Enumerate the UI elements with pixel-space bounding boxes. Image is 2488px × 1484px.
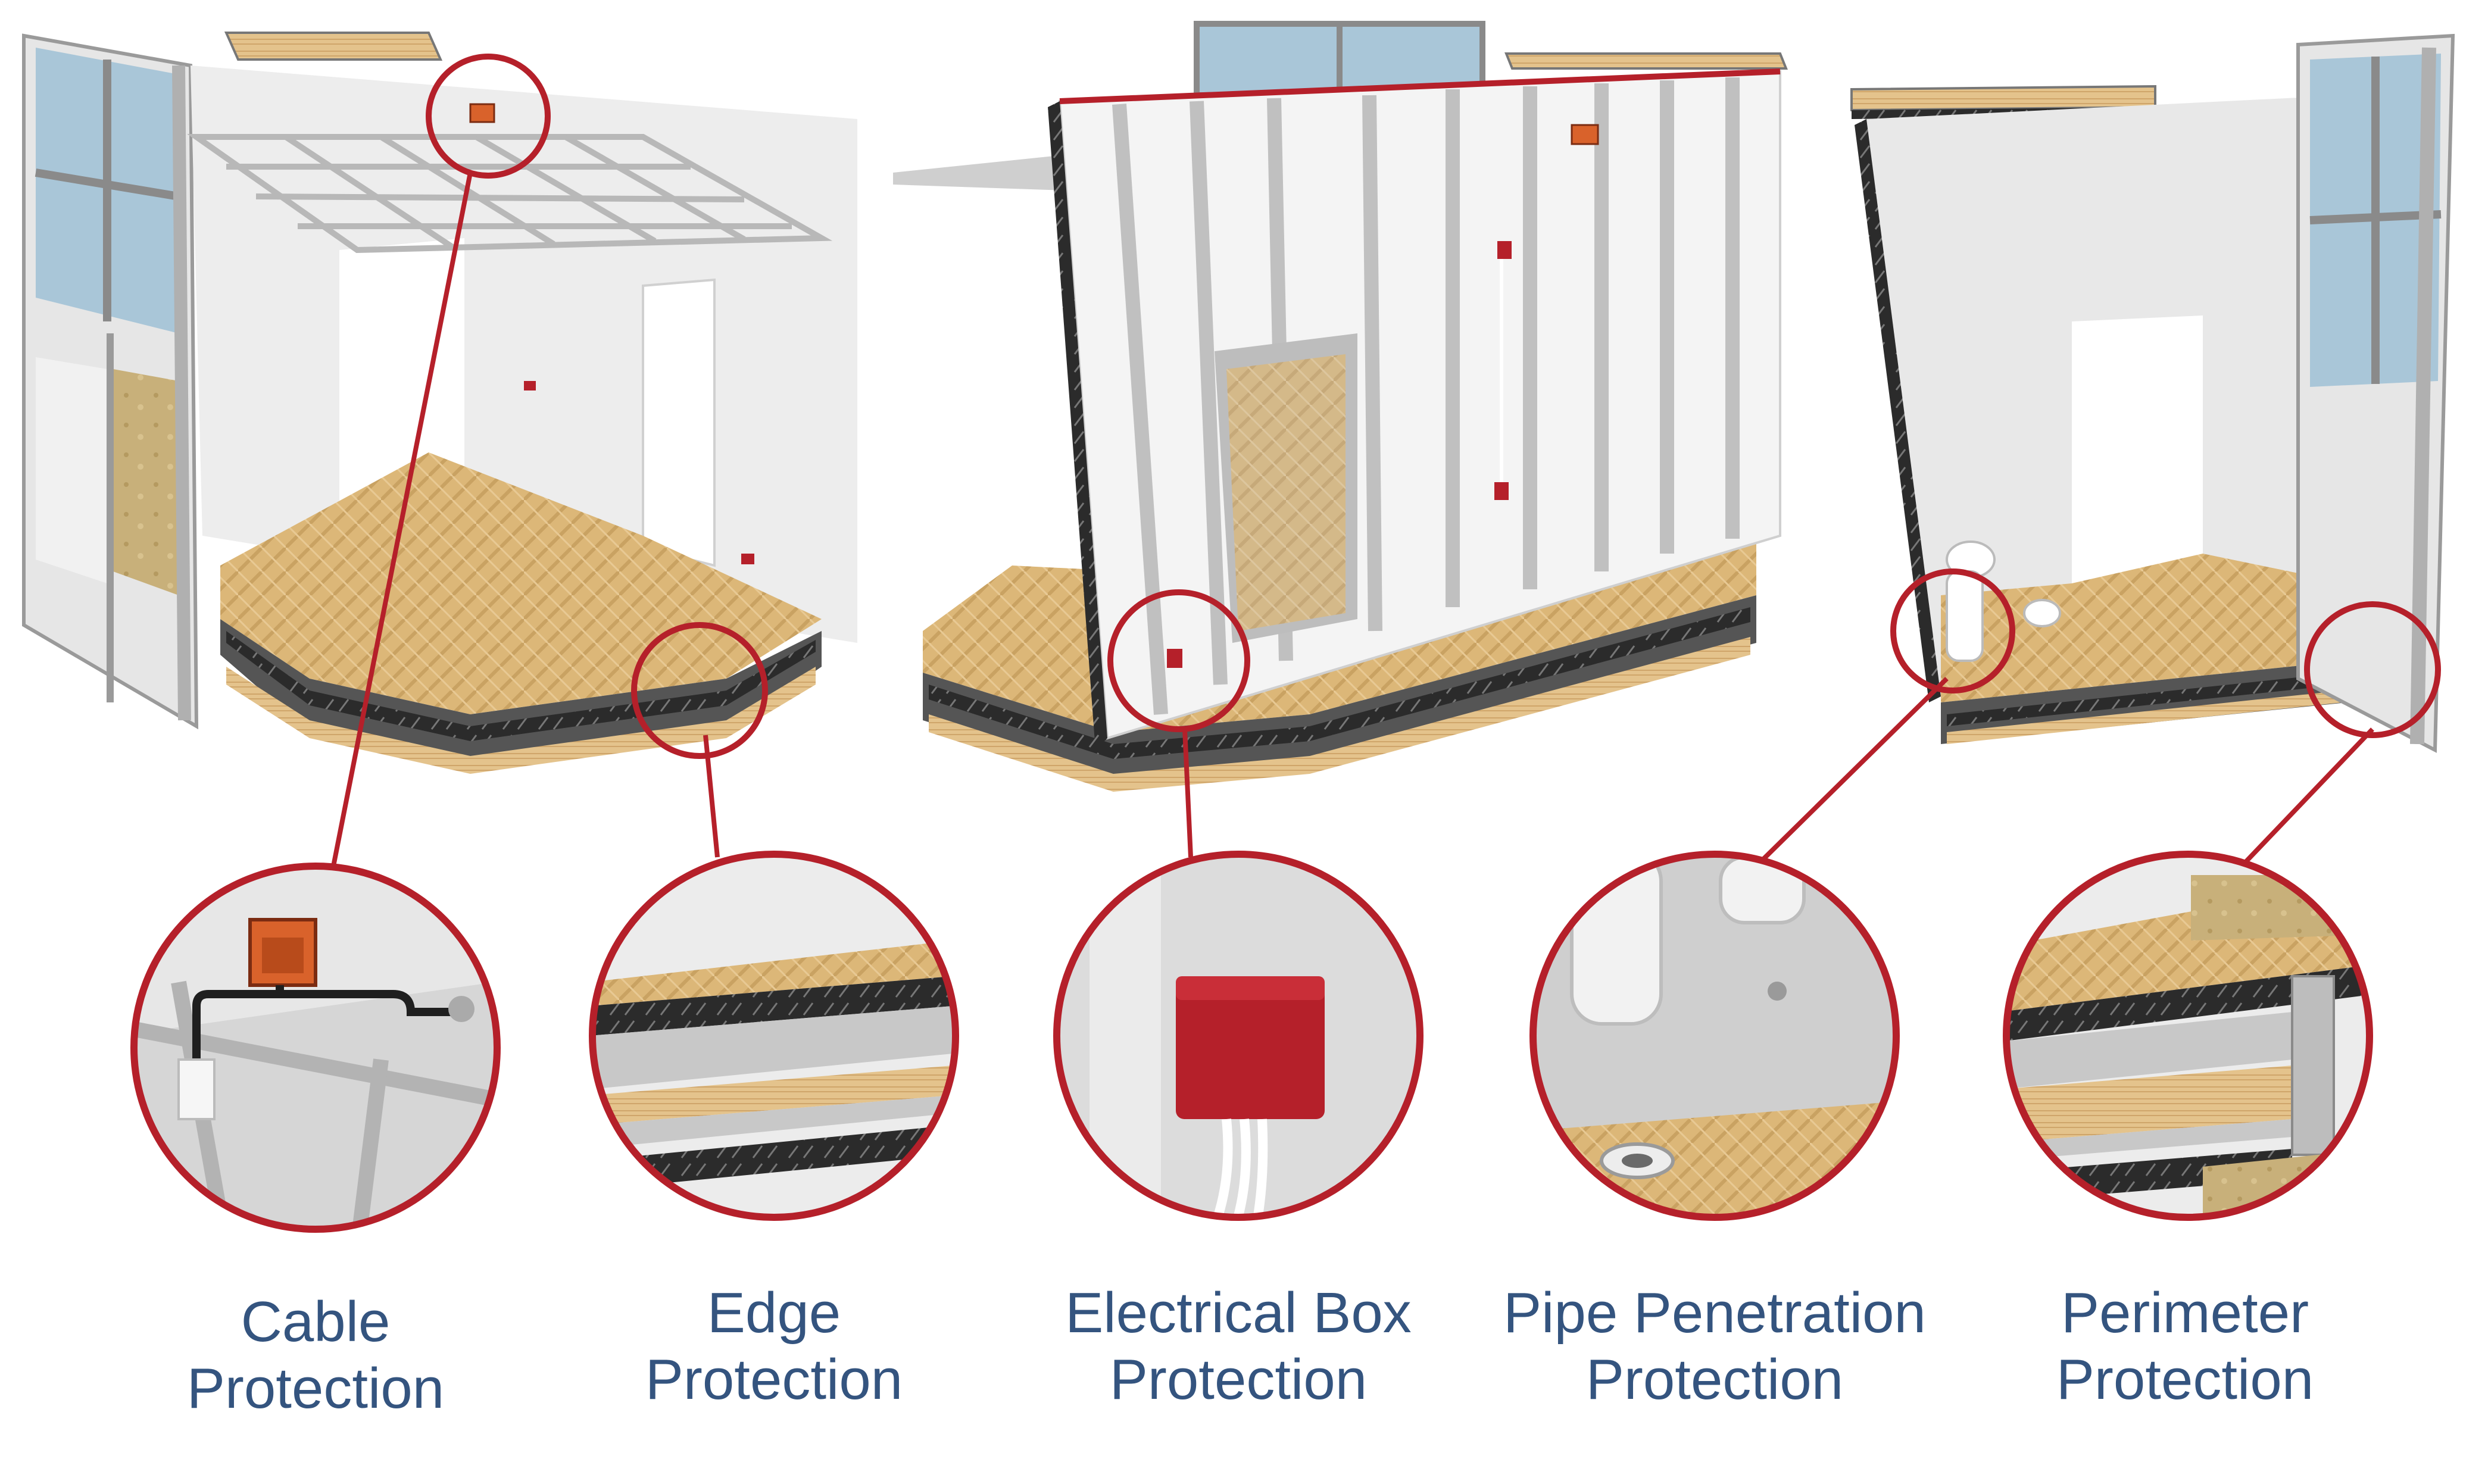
label-pipe-penetration-protection: Pipe Penetration Protection: [1488, 1280, 1941, 1413]
label-pipe-penetration-line2: Protection: [1585, 1348, 1844, 1411]
label-pipe-penetration-line1: Pipe Penetration: [1503, 1281, 1926, 1345]
label-electrical-box-protection: Electrical Box Protection: [1030, 1280, 1447, 1413]
label-cable-line1: Cable: [241, 1290, 391, 1354]
label-perimeter-line2: Protection: [2056, 1348, 2314, 1411]
zoom-circle-perimeter: [2003, 851, 2373, 1221]
zoom-circle-cable: [130, 863, 501, 1233]
small-callout-circles: [426, 54, 2441, 759]
module-right-illustration: [1850, 33, 2455, 753]
label-cable-line2: Protection: [186, 1357, 445, 1420]
label-edge-protection: Edge Protection: [595, 1280, 953, 1413]
label-cable-protection: Cable Protection: [137, 1289, 494, 1422]
label-edge-line2: Protection: [645, 1348, 903, 1411]
zoom-circle-edge: [589, 851, 959, 1221]
label-electrical-box-line1: Electrical Box: [1065, 1281, 1412, 1345]
module-left-illustration: [22, 32, 857, 774]
label-electrical-box-line2: Protection: [1109, 1348, 1368, 1411]
zoom-circle-electrical-box: [1053, 851, 1424, 1221]
connector-lines: [331, 172, 2374, 867]
zoom-circle-pipe-penetration: [1529, 851, 1900, 1221]
label-perimeter-protection: Perimeter Protection: [2006, 1280, 2364, 1413]
module-middle-illustration: [893, 21, 1788, 792]
label-edge-line1: Edge: [707, 1281, 841, 1345]
label-perimeter-line1: Perimeter: [2061, 1281, 2309, 1345]
